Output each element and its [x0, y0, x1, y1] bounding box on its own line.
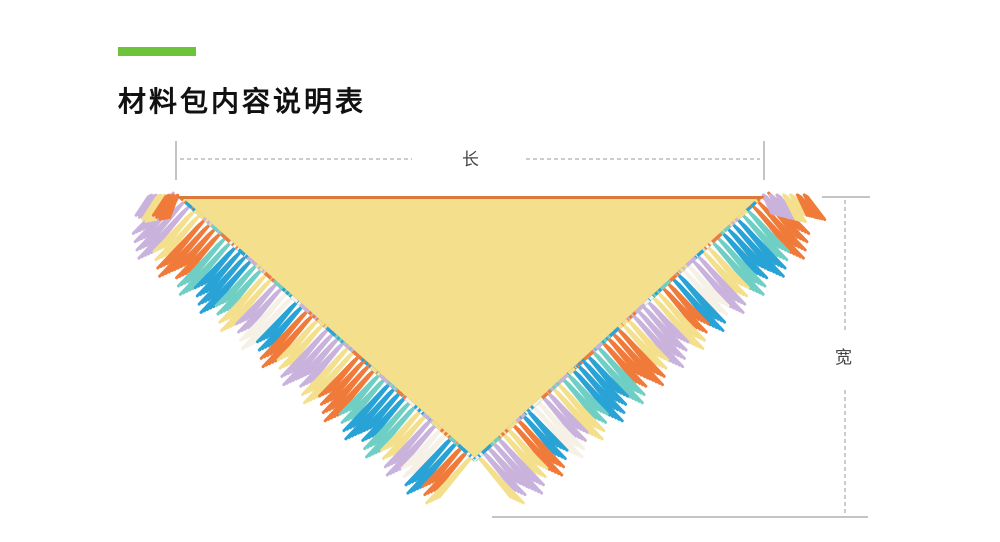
length-dimension-guide	[175, 141, 765, 180]
length-label: 长	[462, 150, 479, 170]
width-label: 宽	[835, 348, 852, 368]
shawl-fringe	[131, 191, 827, 505]
width-dimension-guide	[492, 196, 870, 518]
title-accent-bar	[118, 47, 196, 56]
shawl-photo	[131, 191, 827, 505]
page-title: 材料包内容说明表	[118, 85, 367, 118]
